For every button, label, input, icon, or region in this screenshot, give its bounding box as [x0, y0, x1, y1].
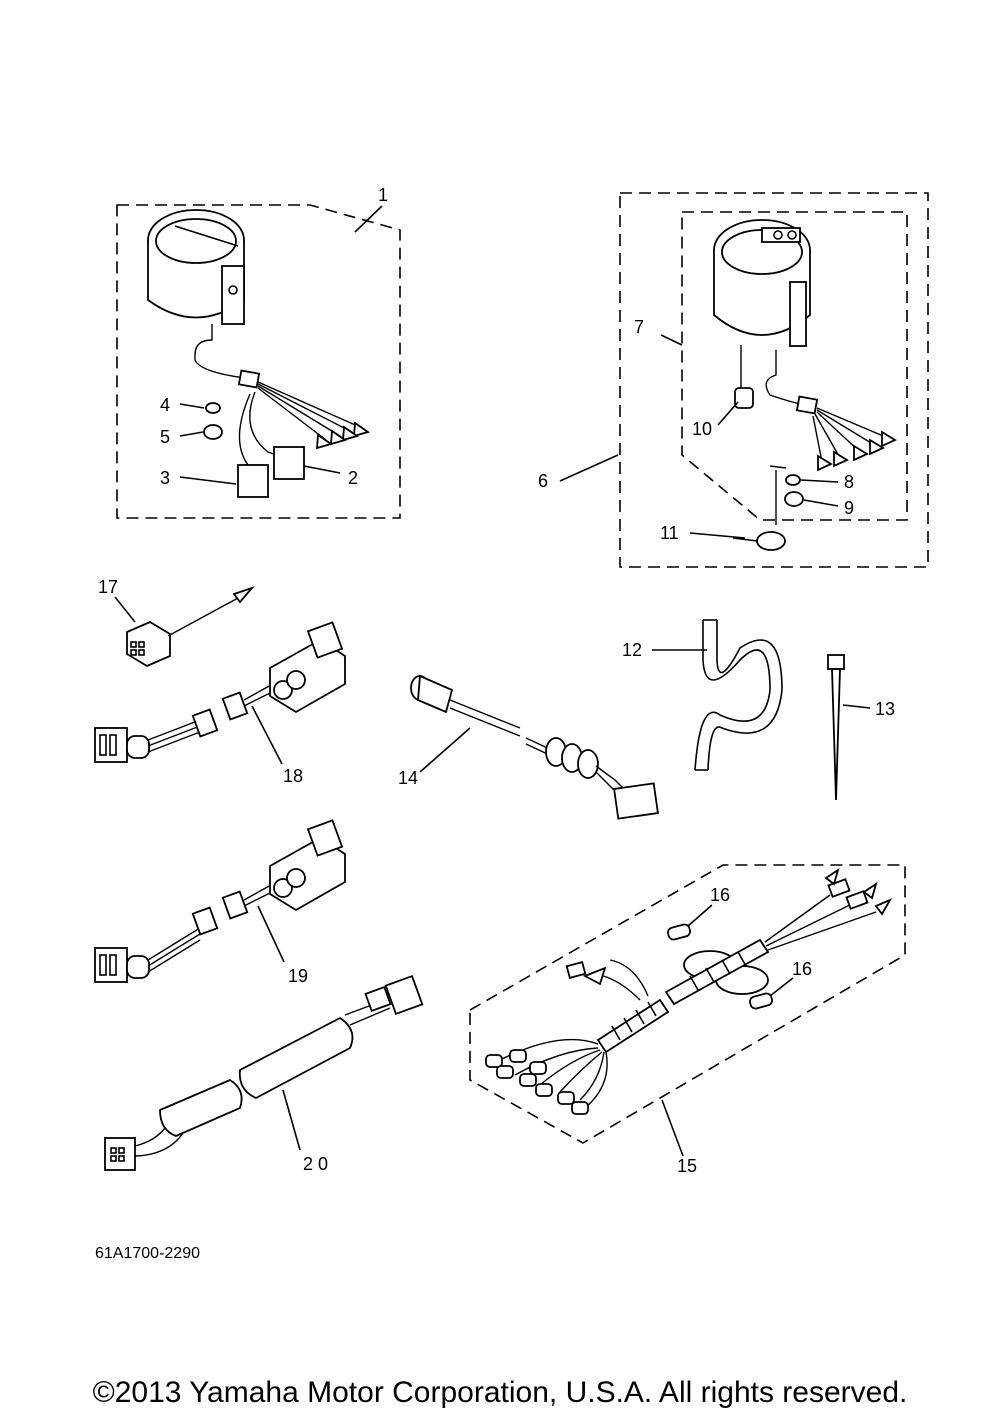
callout-2: 2	[348, 468, 358, 488]
callout-6: 6	[538, 471, 548, 491]
callout-15: 15	[677, 1156, 697, 1176]
grommet-14	[545, 737, 599, 779]
callout-4: 4	[160, 395, 170, 415]
callout-16b: 16	[792, 959, 812, 979]
nut-9	[784, 491, 804, 507]
callout-20: 2 0	[303, 1154, 328, 1174]
washer-8	[785, 474, 801, 486]
connector-3	[237, 464, 269, 498]
washer-4	[205, 402, 221, 414]
callout-19: 19	[288, 966, 308, 986]
callout-5: 5	[160, 427, 170, 447]
connector-17: 17	[98, 577, 255, 668]
meter-assembly-group-6: 6 7 8 9 10 11	[538, 192, 929, 568]
meter-assembly-group-1: 1 2 3 4 5	[116, 185, 401, 519]
callout-13: 13	[875, 699, 895, 719]
terminal-16b	[749, 992, 773, 1010]
callout-11: 11	[660, 523, 679, 543]
callout-10: 10	[692, 419, 712, 439]
callout-18: 18	[283, 766, 303, 786]
cap-10	[734, 387, 754, 409]
callout-3: 3	[160, 468, 170, 488]
harness-19: 19	[94, 819, 346, 986]
copyright-notice: ©2013 Yamaha Motor Corporation, U.S.A. A…	[92, 1376, 908, 1409]
gauge-meter-7	[713, 219, 811, 347]
callout-14: 14	[398, 768, 418, 788]
callout-17: 17	[98, 577, 118, 597]
nut-5	[203, 424, 223, 440]
drawing-code: 61A1700-2290	[95, 1245, 200, 1262]
connector-housing-19	[269, 819, 346, 912]
callout-9: 9	[844, 498, 854, 518]
hose-12: 12	[622, 619, 783, 771]
callout-7: 7	[634, 317, 644, 337]
callout-16a: 16	[710, 885, 730, 905]
callout-8: 8	[844, 472, 854, 492]
callout-1: 1	[378, 185, 388, 205]
wire-harness-15: 15 16 16	[469, 864, 906, 1176]
harness-18: 18	[94, 621, 346, 786]
callout-12: 12	[622, 640, 642, 660]
cable-tie-13: 13	[827, 654, 895, 801]
terminal-16a	[667, 923, 691, 941]
connector-2	[273, 446, 305, 480]
gauge-meter-1	[147, 209, 245, 325]
sensor-lead-14: 14	[398, 674, 659, 820]
clamp-11	[756, 531, 786, 551]
connector-housing-18	[269, 621, 346, 714]
harness-20: 2 0	[104, 974, 424, 1174]
